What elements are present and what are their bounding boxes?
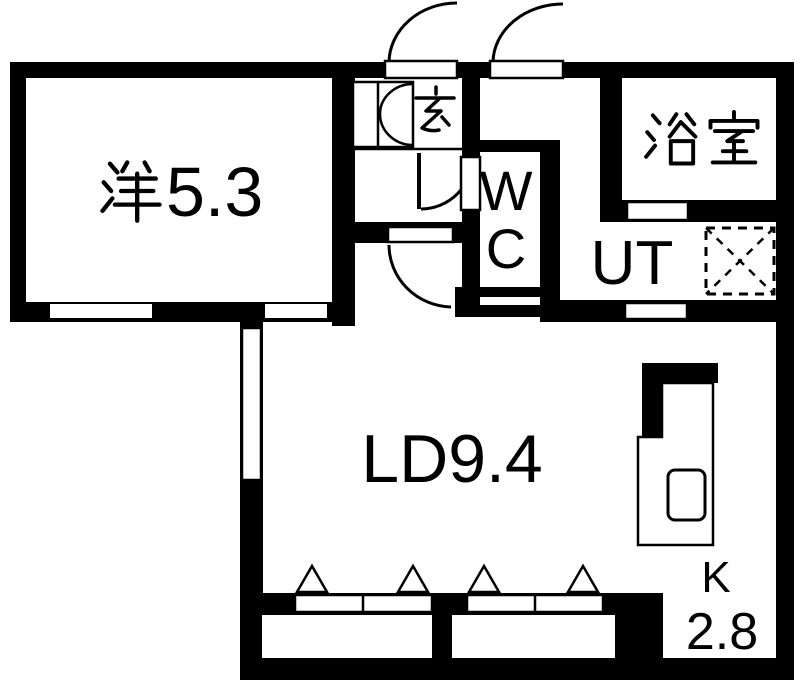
genkan-area <box>351 80 475 211</box>
entry-door-leaf-2 <box>488 59 565 80</box>
label-kitchen: K 2.8 <box>686 553 758 661</box>
kanji-western <box>100 160 162 223</box>
label-bathroom <box>644 110 760 166</box>
window-bay-right <box>452 615 615 658</box>
washing-machine-pan <box>704 226 776 296</box>
genkan-door-leaf <box>417 153 421 209</box>
kanji-room <box>708 110 760 165</box>
window-triangle-marker-2 <box>395 563 431 594</box>
wall-western-right <box>332 78 355 326</box>
wall-wc-right <box>540 140 560 317</box>
window-western-2 <box>265 304 327 318</box>
room-labels: 5.3 W C UT LD9.4 <box>100 85 760 661</box>
kitchen-unit <box>636 363 718 547</box>
entry-door-leaf-1 <box>383 59 459 80</box>
label-kitchen-line1: K <box>701 553 730 602</box>
window-ld-left <box>240 326 263 482</box>
kanji-genkan <box>414 85 456 133</box>
kanji-bath <box>644 112 698 166</box>
wall-bathroom-left <box>600 62 622 222</box>
bathroom-door <box>625 200 690 222</box>
openings <box>50 200 690 482</box>
shoe-closet-door-arc-top <box>378 82 414 115</box>
label-utility: UT <box>591 229 674 298</box>
label-living-dining: LD9.4 <box>361 421 542 497</box>
kitchen-counter-wall-side <box>642 363 662 437</box>
entry-door-swing-arc-2 <box>491 2 564 63</box>
entrance-doors <box>383 1 565 80</box>
wc-bottom-vent <box>480 297 540 305</box>
interior-doors <box>386 155 482 309</box>
shoe-closet <box>351 80 415 149</box>
utility-sliding-door <box>623 301 689 321</box>
window-triangle-marker-4 <box>565 563 601 594</box>
wall-right <box>776 62 794 680</box>
window-bay-left <box>262 615 432 658</box>
label-wc: W C <box>480 159 533 280</box>
label-western-number: 5.3 <box>166 153 263 231</box>
entry-door-swing-arc-1 <box>387 1 458 63</box>
label-wc-line1: W <box>480 159 533 222</box>
wc-door-leaf <box>459 155 482 212</box>
window-triangle-marker-3 <box>466 563 502 594</box>
kitchen-sink <box>666 468 707 522</box>
wall-bottom <box>240 658 794 680</box>
shoe-closet-door-arc-bottom <box>378 113 414 147</box>
label-wc-line2: C <box>486 217 526 280</box>
label-western-room: 5.3 <box>100 153 263 231</box>
washing-machine-pan-cross <box>705 227 775 295</box>
wall-left <box>10 62 26 322</box>
window-western-1 <box>50 304 152 318</box>
label-kitchen-line2: 2.8 <box>686 603 758 661</box>
window-triangle-marker-1 <box>294 563 330 594</box>
hall-ld-door-leaf <box>386 225 455 244</box>
hall-ld-door-swing-arc <box>387 244 452 309</box>
bottom-windows <box>262 563 615 658</box>
